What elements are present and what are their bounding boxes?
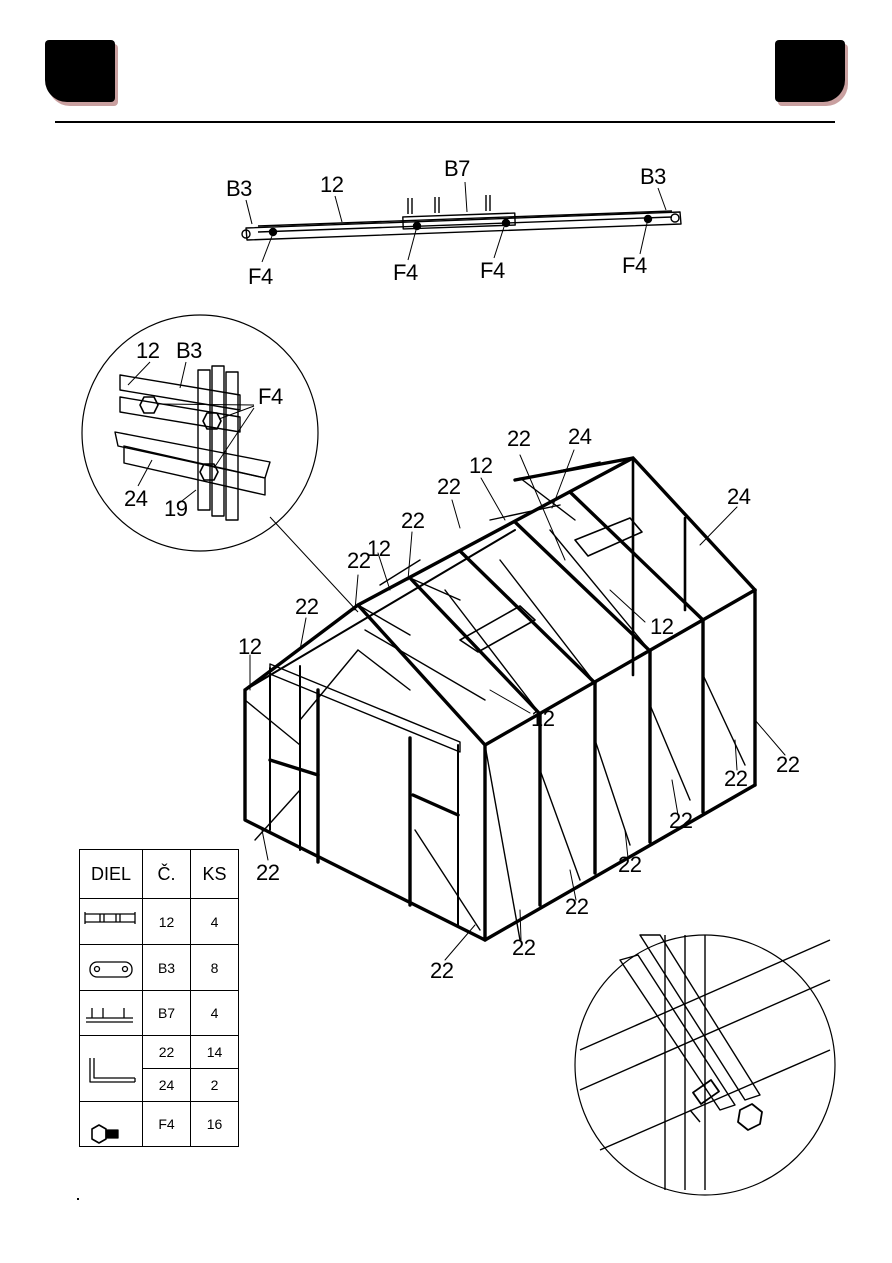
page-dot [77, 1198, 79, 1200]
gh-label: 22 [507, 426, 531, 451]
parts-table: DIEL Č. KS 12 4 B3 8 B7 4 22 14 24 2 F4 … [79, 849, 239, 1147]
gh-label: 22 [565, 894, 589, 919]
table-header: Č. [142, 849, 191, 899]
detail-label-24: 24 [124, 486, 148, 511]
table-cell: 8 [190, 944, 239, 991]
table-cell: 24 [142, 1068, 191, 1102]
table-header: DIEL [79, 849, 143, 899]
detail-label-12: 12 [136, 338, 160, 363]
gh-label: 22 [512, 935, 536, 960]
gh-label: 22 [776, 752, 800, 777]
table-cell: 2 [190, 1068, 239, 1102]
gh-label: 12 [650, 614, 674, 639]
gh-label: 22 [724, 766, 748, 791]
table-row: 12 4 [79, 898, 239, 945]
detail-label-f4: F4 [258, 384, 283, 409]
table-header-row: DIEL Č. KS [79, 849, 239, 899]
table-cell: 4 [190, 990, 239, 1036]
gh-label: 22 [295, 594, 319, 619]
table-icon-cell [79, 898, 143, 945]
detail-circle-joint [81, 314, 359, 613]
detail-label-b3: B3 [176, 338, 202, 363]
table-icon-cell [79, 1101, 143, 1147]
gh-label: 24 [568, 424, 592, 449]
label-12-top: 12 [320, 172, 344, 197]
table-cell: F4 [142, 1101, 191, 1147]
label-f4-1: F4 [248, 264, 273, 289]
table-icon-cell [79, 944, 143, 991]
gh-label: 22 [618, 852, 642, 877]
detail-circle-bolt [574, 934, 836, 1196]
corner-tab-right [775, 40, 845, 102]
table-icon-cell [79, 990, 143, 1036]
gh-label: 22 [256, 860, 280, 885]
table-cell: B7 [142, 990, 191, 1036]
table-row: B3 8 [79, 944, 239, 991]
header-rule [55, 121, 835, 123]
table-cell: B3 [142, 944, 191, 991]
gh-label: 22 [669, 808, 693, 833]
label-b3-right: B3 [640, 164, 666, 189]
table-cell: 22 [142, 1035, 191, 1069]
gh-label: 24 [727, 484, 751, 509]
beam-assembly-drawing [241, 181, 682, 263]
table-row: F4 16 [79, 1101, 239, 1147]
gh-label: 22 [430, 958, 454, 983]
table-icon-cell [79, 1035, 143, 1102]
label-f4-3: F4 [480, 258, 505, 283]
gh-label: 22 [347, 548, 371, 573]
label-b7: B7 [444, 156, 470, 181]
label-f4-4: F4 [622, 253, 647, 278]
corner-tab-left [45, 40, 115, 102]
table-row: 22 14 [79, 1035, 239, 1102]
gh-label: 12 [238, 634, 262, 659]
table-cell: 4 [190, 898, 239, 945]
gh-label: 22 [401, 508, 425, 533]
greenhouse-frame-drawing [243, 449, 786, 961]
table-cell: 12 [142, 898, 191, 945]
table-row: B7 4 [79, 990, 239, 1036]
gh-label: 12 [469, 453, 493, 478]
detail-label-19: 19 [164, 496, 188, 521]
label-f4-2: F4 [393, 260, 418, 285]
table-row: 24 2 [80, 1068, 239, 1102]
gh-label: 12 [367, 536, 391, 561]
table-cell: 16 [190, 1101, 239, 1147]
gh-label: 12 [531, 706, 555, 731]
gh-label: 22 [437, 474, 461, 499]
label-b3-left: B3 [226, 176, 252, 201]
table-header: KS [190, 849, 239, 899]
table-cell: 14 [190, 1035, 239, 1069]
